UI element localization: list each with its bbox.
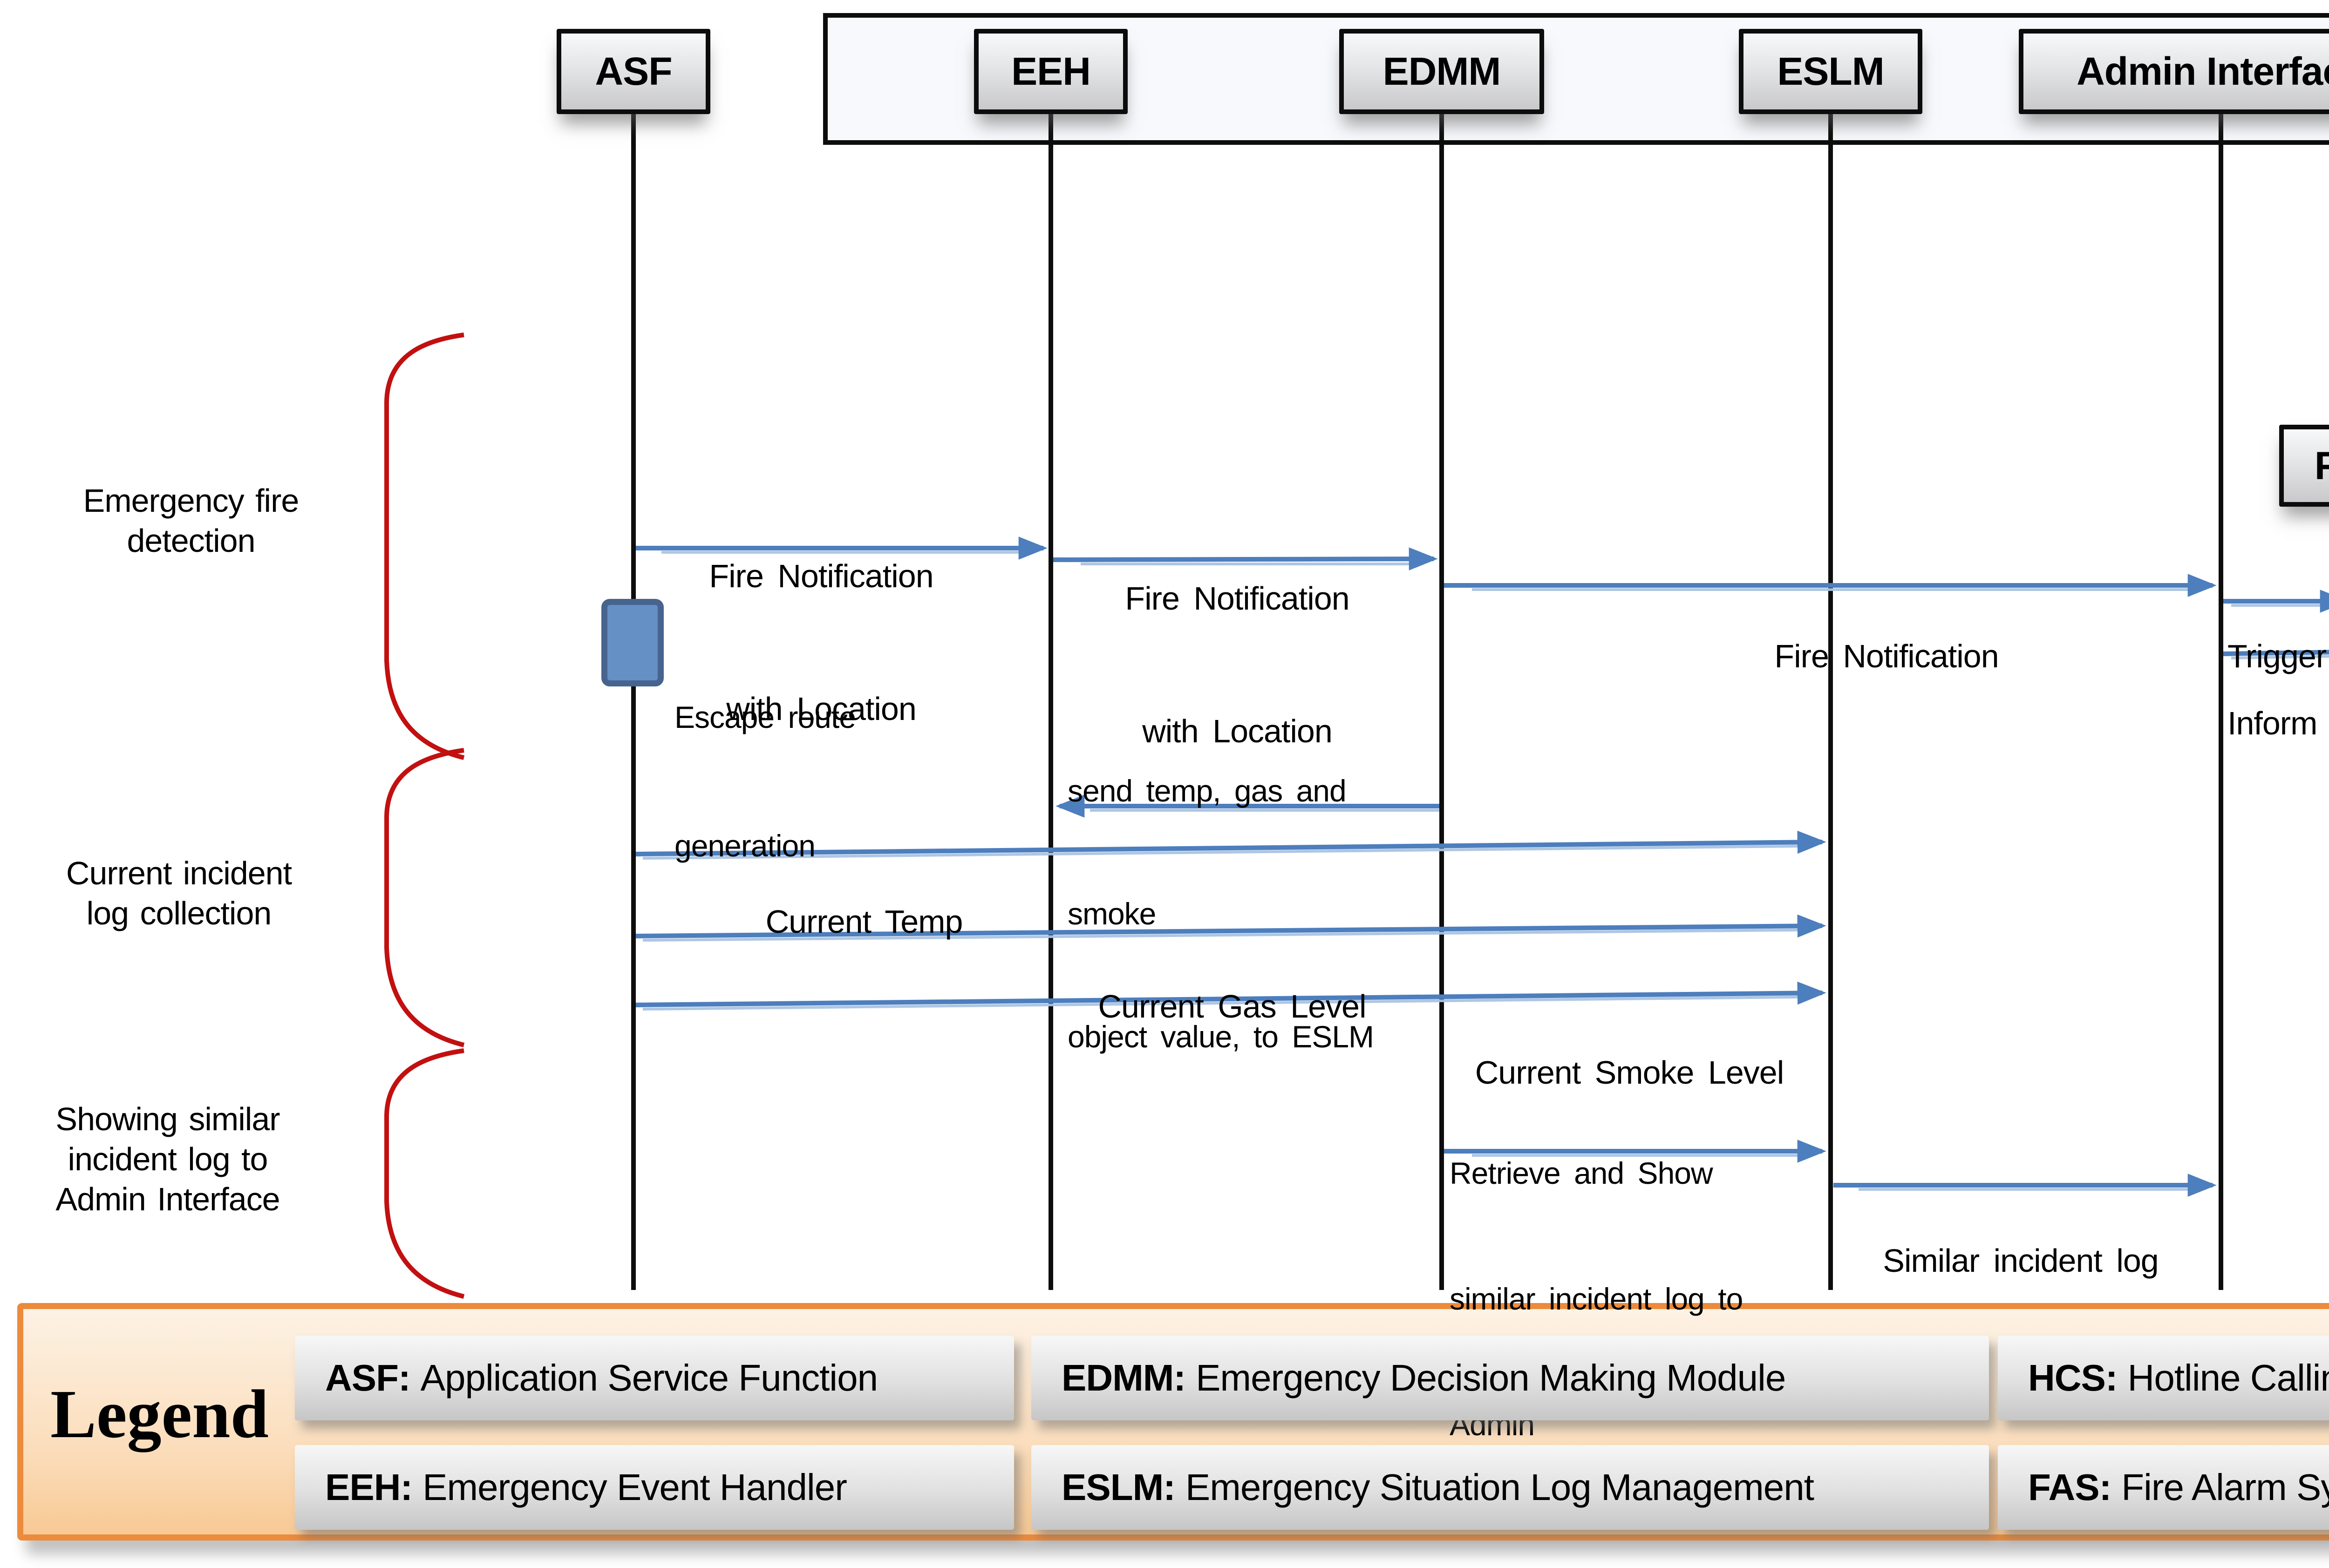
actor-eslm: ESLM bbox=[1739, 29, 1922, 114]
phase-braces bbox=[384, 333, 465, 1299]
msg-similar-incident-log: Similar incident log bbox=[1858, 1150, 2184, 1371]
brace-phase-3 bbox=[384, 1048, 465, 1299]
escape-line2: generation bbox=[674, 828, 816, 863]
legend-eeh-desc: Emergency Event Handler bbox=[422, 1466, 847, 1508]
arrow-highlights bbox=[642, 551, 2329, 1191]
actor-eeh-label: EEH bbox=[1011, 49, 1091, 93]
legend-item-asf: ASF:Application Service Function bbox=[295, 1336, 1014, 1420]
arrow-inform-call-admin-hcs bbox=[2223, 650, 2329, 656]
msg7-line1: Current Temp bbox=[765, 903, 963, 940]
msg1-line1: Fire Notification bbox=[709, 558, 933, 594]
msg10-line2: similar incident log to bbox=[1450, 1282, 1743, 1316]
legend-hcs-desc: Hotline Calling System bbox=[2127, 1357, 2329, 1398]
msg-fire-notification-2: Fire Notification with Location bbox=[1074, 488, 1400, 842]
actor-fas-label: FAS bbox=[2314, 443, 2329, 488]
arrow-fire-notification-eeh-edmm bbox=[1053, 547, 1438, 570]
legend-asf-desc: Application Service Function bbox=[420, 1357, 878, 1398]
phase2-line2: log collection bbox=[86, 895, 272, 931]
phase3-line2: incident log to bbox=[68, 1141, 268, 1177]
msg6-line2: smoke bbox=[1068, 896, 1156, 931]
legend-item-hcs: HCS:Hotline Calling System bbox=[1998, 1336, 2329, 1420]
msg-inform-to-call: Inform to call (119) bbox=[2227, 613, 2329, 834]
arrow-current-gas-asf-eslm bbox=[635, 914, 1826, 938]
msg10-line1: Retrieve and Show bbox=[1450, 1156, 1713, 1190]
phase1-line2: detection bbox=[127, 523, 255, 559]
actor-edmm-label: EDMM bbox=[1382, 49, 1501, 93]
msg-current-gas: Current Gas Level bbox=[1046, 896, 1418, 1117]
msg-retrieve-show: Retrieve and Show similar incident log t… bbox=[1450, 1068, 1841, 1529]
legend-edmm-desc: Emergency Decision Making Module bbox=[1196, 1357, 1786, 1398]
phase1-line1: Emergency fire bbox=[83, 482, 300, 519]
msg2-line2: with Location bbox=[1142, 713, 1333, 749]
legend-item-eslm: ESLM:Emergency Situation Log Management bbox=[1031, 1445, 1989, 1530]
actor-eslm-label: ESLM bbox=[1777, 49, 1884, 93]
msg6-line1: send temp, gas and bbox=[1068, 774, 1347, 808]
legend-item-eeh: EEH:Emergency Event Handler bbox=[295, 1445, 1014, 1530]
legend-edmm-abbr: EDMM: bbox=[1062, 1357, 1186, 1398]
msg3-line1: Fire Notification bbox=[1774, 638, 1999, 674]
msg9-line1: Current Smoke Level bbox=[1475, 1054, 1784, 1091]
msg5-line1: Inform to call (119) bbox=[2227, 705, 2317, 741]
activation-bar-asf bbox=[601, 599, 664, 686]
msg-fire-notification-3: Fire Notification bbox=[1723, 546, 2050, 767]
legend-fas-desc: Fire Alarm System bbox=[2121, 1466, 2329, 1508]
legend-item-edmm: EDMM:Emergency Decision Making Module bbox=[1031, 1336, 1989, 1420]
phase-label-emergency-fire-detection: Emergency fire detection bbox=[28, 481, 354, 561]
actor-eeh: EEH bbox=[974, 29, 1128, 114]
msg11-line1: Similar incident log bbox=[1883, 1242, 2159, 1279]
msg8-line1: Current Gas Level bbox=[1098, 988, 1366, 1025]
legend-hcs-abbr: HCS: bbox=[2028, 1357, 2118, 1398]
legend-eslm-desc: Emergency Situation Log Management bbox=[1185, 1466, 1814, 1508]
msg4-line1: Trigger bbox=[2227, 638, 2327, 674]
msg-fire-notification-1: Fire Notification with Location bbox=[657, 466, 986, 820]
msg-current-temp: Current Temp bbox=[678, 811, 1050, 1032]
legend-item-fas: FAS:Fire Alarm System bbox=[1998, 1445, 2329, 1530]
phase3-line1: Showing similar bbox=[55, 1101, 280, 1137]
arrow-current-smoke-asf-eslm bbox=[635, 981, 1826, 1007]
brace-phase-1 bbox=[384, 333, 465, 760]
message-arrows bbox=[635, 536, 2329, 1197]
msg2-line1: Fire Notification bbox=[1125, 580, 1349, 617]
actor-admin-label: Admin Interface bbox=[2077, 49, 2329, 93]
arrow-current-temp-asf-eslm bbox=[635, 830, 1826, 856]
phase3-line3: Admin Interface bbox=[55, 1181, 280, 1217]
actor-admin-interface: Admin Interface bbox=[2019, 29, 2329, 114]
legend-eeh-abbr: EEH: bbox=[325, 1466, 413, 1508]
label-escape-route: Escape route generation bbox=[674, 610, 856, 953]
actor-asf-label: ASF bbox=[595, 49, 673, 93]
phase2-line1: Current incident bbox=[66, 855, 292, 891]
brace-phase-2 bbox=[384, 748, 465, 1047]
msg6-line3: object value, to ESLM bbox=[1068, 1019, 1374, 1054]
actor-asf: ASF bbox=[557, 29, 710, 114]
escape-line1: Escape route bbox=[674, 700, 856, 734]
msg-current-smoke: Current Smoke Level bbox=[1443, 962, 1816, 1183]
actor-edmm: EDMM bbox=[1339, 29, 1544, 114]
msg-trigger: Trigger bbox=[2227, 546, 2329, 767]
actor-fas: FAS bbox=[2279, 425, 2329, 507]
phase-label-current-incident-log: Current incident log collection bbox=[16, 853, 342, 933]
legend-fas-abbr: FAS: bbox=[2028, 1466, 2111, 1508]
msg-send-values: send temp, gas and smoke object value, t… bbox=[1068, 688, 1459, 1139]
phase-label-showing-similar-log: Showing similar incident log to Admin In… bbox=[5, 1099, 331, 1219]
legend-eslm-abbr: ESLM: bbox=[1062, 1466, 1176, 1508]
legend-title: Legend bbox=[50, 1376, 269, 1453]
legend-asf-abbr: ASF: bbox=[325, 1357, 411, 1398]
msg1-line2: with Location bbox=[726, 691, 917, 727]
